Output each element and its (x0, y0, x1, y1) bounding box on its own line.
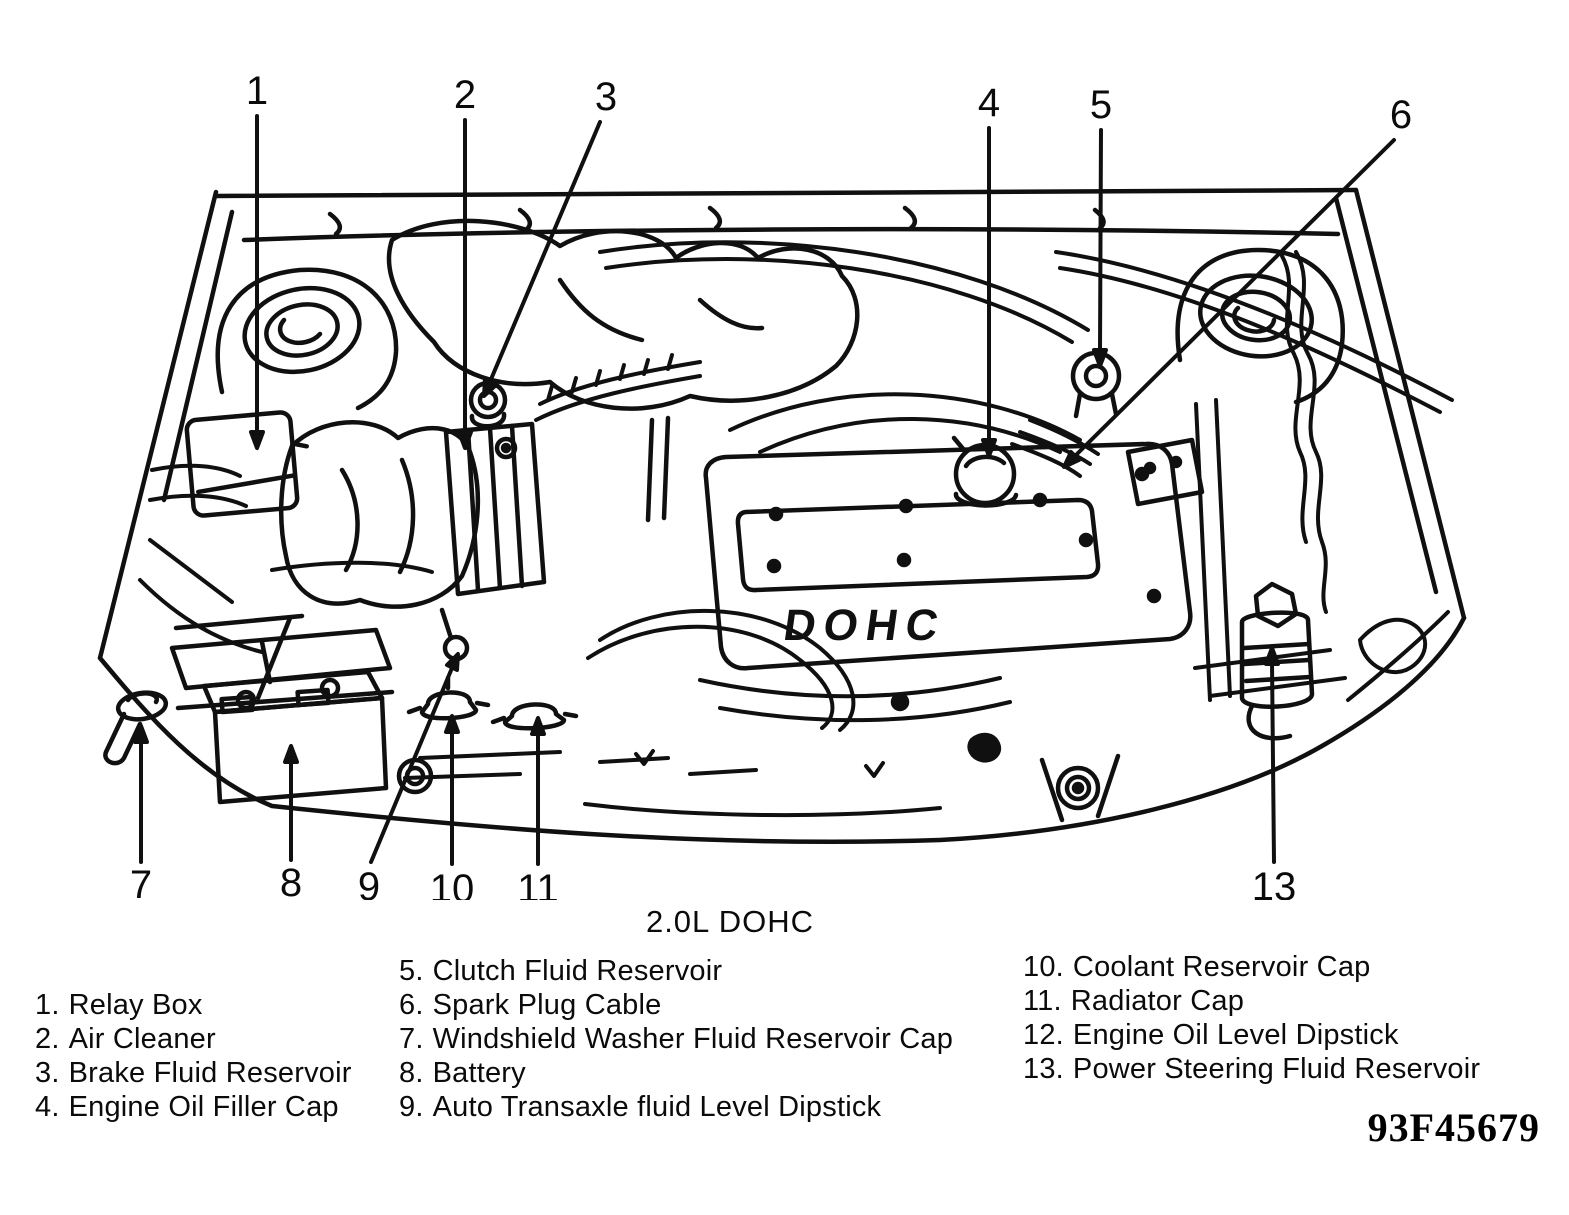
engine-bay-diagram: DOHC (97, 69, 1467, 900)
legend-item-number: 4. (35, 1091, 60, 1123)
legend-item-number: 3. (35, 1057, 60, 1089)
callout-arrow-10 (444, 714, 460, 734)
legend-item-label: Battery (432, 1057, 526, 1089)
radiator-cap (490, 702, 579, 731)
legend-column-1: 1.Relay Box 2.Air Cleaner 3.Brake Fluid … (35, 988, 352, 1124)
callout-arrow-11 (530, 716, 546, 736)
callout-leader-13 (1270, 660, 1276, 864)
legend-item-label: Air Cleaner (68, 1023, 216, 1055)
legend-item-number: 11. (1023, 985, 1062, 1017)
right-side-details (1194, 250, 1450, 702)
legend-item-number: 7. (399, 1023, 424, 1055)
legend-item-number: 8. (399, 1057, 424, 1089)
callout-number-10: 10 (430, 867, 475, 900)
legend-item-label: Radiator Cap (1070, 985, 1245, 1017)
legend-item-number: 12. (1023, 1019, 1064, 1051)
legend-item-number: 6. (399, 989, 424, 1021)
radiator-support (403, 648, 1347, 818)
callout-arrow-7 (133, 724, 149, 744)
hood-outline (97, 187, 1467, 845)
callout-number-3: 3 (595, 75, 617, 119)
air-intake-duct (278, 420, 518, 609)
legend-item-number: 10. (1023, 951, 1064, 983)
legend-item-label: Engine Oil Filler Cap (68, 1091, 339, 1123)
legend-item-label: Coolant Reservoir Cap (1072, 951, 1371, 983)
corrugated-hose (534, 353, 702, 422)
callout-arrow-13 (1264, 646, 1280, 666)
callout-number-6: 6 (1390, 93, 1412, 137)
clutch-fluid-reservoir (1070, 350, 1122, 419)
callout-number-2: 2 (454, 73, 476, 117)
legend-item-2: 2.Air Cleaner (35, 1022, 352, 1056)
valve-cover: DOHC (703, 441, 1193, 671)
callout-arrow-9 (445, 652, 460, 672)
callout-numbers: 1 2 3 4 5 6 7 8 9 10 11 13 (130, 69, 1412, 900)
relay-box (184, 410, 309, 518)
callout-number-9: 9 (358, 865, 380, 900)
callout-arrow-3 (482, 377, 498, 398)
callout-arrow-6 (1062, 450, 1081, 469)
intake-plenum (386, 218, 860, 523)
legend-item-10: 10.Coolant Reservoir Cap (1023, 950, 1480, 984)
callout-number-7: 7 (130, 863, 152, 900)
figure-code: 93F45679 (1367, 1105, 1540, 1150)
legend-column-3: 10.Coolant Reservoir Cap 11.Radiator Cap… (1023, 950, 1480, 1086)
callout-arrow-5 (1092, 348, 1108, 368)
callout-number-13: 13 (1252, 865, 1297, 900)
callout-number-11: 11 (517, 867, 559, 900)
left-strut-tower (215, 267, 399, 411)
callout-leader-5 (1098, 128, 1103, 352)
callout-leader-9 (369, 666, 454, 864)
callout-number-1: 1 (246, 69, 268, 113)
legend-item-label: Clutch Fluid Reservoir (432, 955, 723, 987)
coolant-reservoir-cap (406, 675, 491, 721)
engine-mount (396, 692, 1121, 823)
legend-item-number: 13. (1023, 1053, 1064, 1085)
callout-number-4: 4 (978, 81, 1000, 125)
legend-item-6: 6.Spark Plug Cable (399, 988, 953, 1022)
legend-item-13: 13.Power Steering Fluid Reservoir (1023, 1052, 1480, 1086)
legend-item-3: 3.Brake Fluid Reservoir (35, 1056, 352, 1090)
callout-arrow-4 (981, 438, 997, 458)
power-steering-reservoir (1239, 581, 1315, 741)
legend-item-number: 2. (35, 1023, 60, 1055)
legend-column-2: 5.Clutch Fluid Reservoir 6.Spark Plug Ca… (399, 954, 953, 1124)
legend-item-number: 9. (399, 1091, 424, 1123)
engine-title: 2.0L DOHC (645, 904, 815, 939)
callout-leader-6 (1073, 138, 1396, 458)
legend-item-label: Brake Fluid Reservoir (68, 1057, 352, 1089)
callout-arrow-1 (249, 430, 265, 450)
legend-item-label: Spark Plug Cable (432, 989, 662, 1021)
callout-arrow-2 (457, 430, 473, 450)
legend-item-4: 4.Engine Oil Filler Cap (35, 1090, 352, 1124)
legend-item-12: 12.Engine Oil Level Dipstick (1023, 1018, 1480, 1052)
legend-item-number: 5. (399, 955, 424, 987)
legend-item-1: 1.Relay Box (35, 988, 352, 1022)
legend-item-label: Auto Transaxle fluid Level Dipstick (432, 1091, 882, 1123)
legend-item-label: Power Steering Fluid Reservoir (1072, 1053, 1481, 1085)
battery (175, 615, 395, 805)
harness-cables (598, 240, 1454, 454)
legend-item-label: Relay Box (68, 989, 203, 1021)
spark-plug-cables (1010, 418, 1100, 478)
callout-number-8: 8 (280, 861, 302, 900)
legend-item-number: 1. (35, 989, 60, 1021)
callout-leaders (133, 114, 1396, 866)
air-cleaner (443, 421, 547, 597)
left-fender-details (138, 463, 434, 654)
callout-number-5: 5 (1090, 83, 1112, 127)
valve-cover-dohc-text: DOHC (781, 601, 949, 650)
callout-arrow-8 (283, 744, 299, 764)
radiator-hoses (586, 609, 1012, 732)
legend-item-9: 9.Auto Transaxle fluid Level Dipstick (399, 1090, 953, 1124)
legend-item-label: Engine Oil Level Dipstick (1072, 1019, 1399, 1051)
legend-item-8: 8.Battery (399, 1056, 953, 1090)
callout-leader-3 (487, 120, 602, 386)
legend-item-7: 7.Windshield Washer Fluid Reservoir Cap (399, 1022, 953, 1056)
legend-item-5: 5.Clutch Fluid Reservoir (399, 954, 953, 988)
legend-item-label: Windshield Washer Fluid Reservoir Cap (432, 1023, 954, 1055)
transaxle-dipstick (439, 607, 470, 662)
washer-fluid-cap (103, 690, 169, 766)
legend-item-11: 11.Radiator Cap (1023, 984, 1480, 1018)
